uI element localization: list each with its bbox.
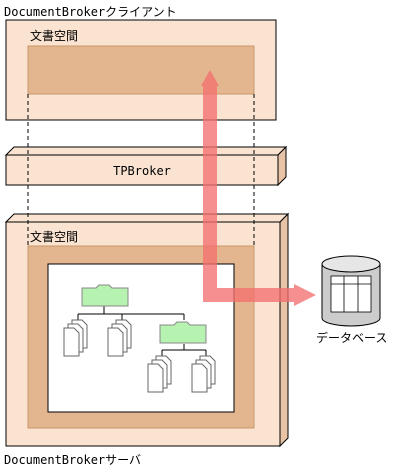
document-space-link	[27, 94, 255, 246]
access-path-arrow	[201, 70, 316, 306]
folder-icon	[81, 284, 129, 307]
client-space-label: 文書空間	[30, 28, 78, 43]
server-box	[4, 212, 290, 448]
database-icon	[321, 255, 381, 327]
folder-icon	[159, 321, 207, 344]
client-document-space	[27, 45, 255, 95]
client-box	[5, 19, 277, 121]
client-title: DocumentBrokerクライアント	[4, 5, 177, 19]
server-title: DocumentBrokerサーバ	[4, 453, 141, 467]
server-space-label: 文書空間	[30, 229, 78, 244]
tpbroker-label: TPBroker	[113, 164, 171, 178]
database-label: データベース	[316, 330, 387, 345]
document-tree	[63, 284, 216, 393]
